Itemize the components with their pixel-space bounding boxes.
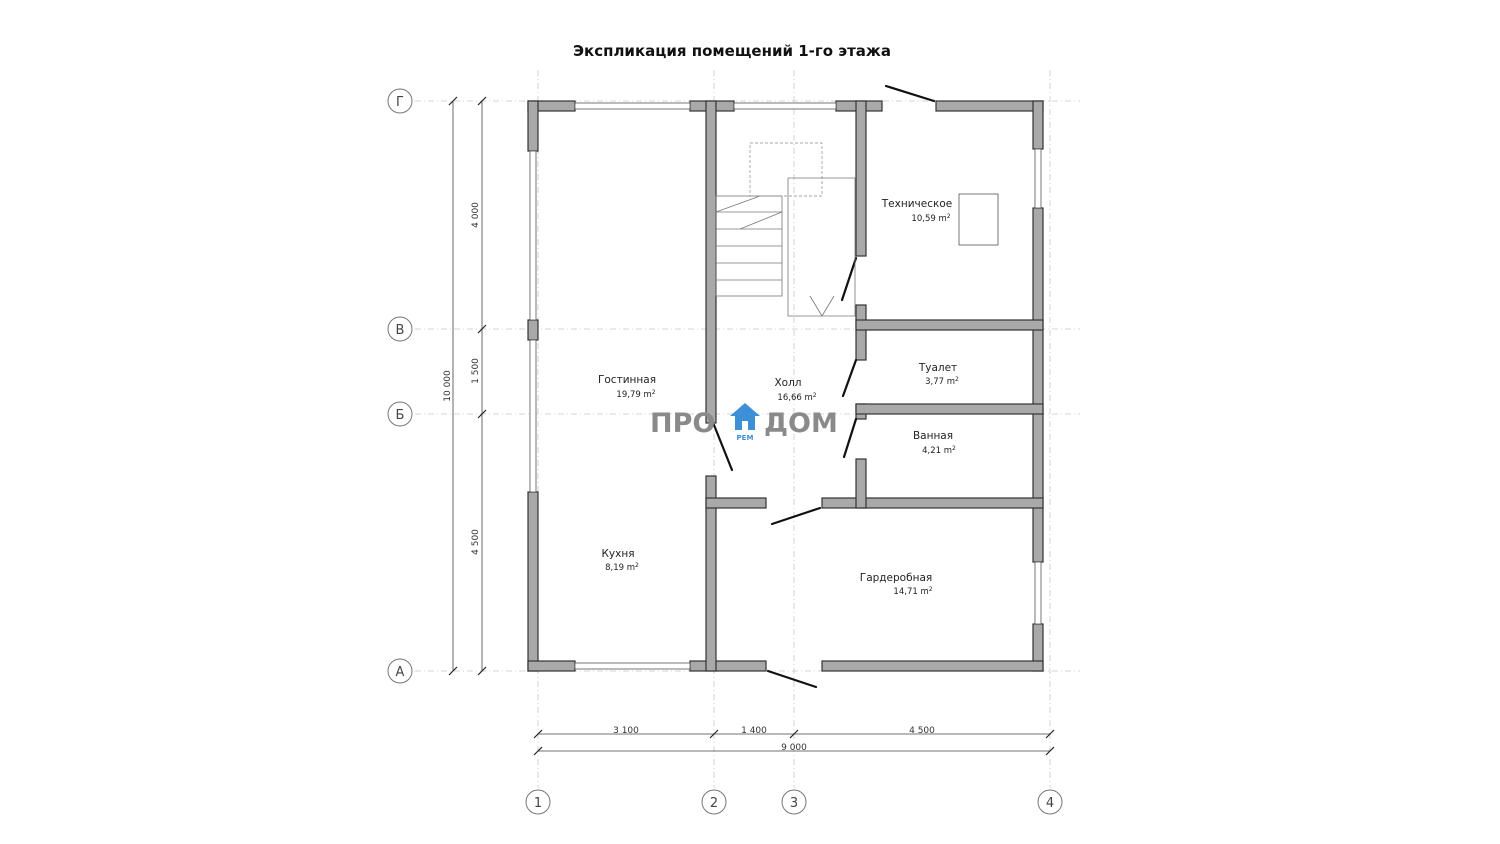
window-bottom-1 [574, 662, 691, 670]
door-entrance [884, 84, 936, 103]
room-name-toilet: Туалет [918, 362, 957, 374]
room-name-tech: Техническое [881, 198, 952, 210]
logo-text-left: ПРО [650, 408, 715, 439]
door-living [712, 423, 734, 472]
axis-label-b: Б [396, 408, 405, 423]
house-icon [730, 403, 760, 430]
logo-text-right: ДОМ [764, 408, 838, 439]
window-top-2 [733, 102, 837, 110]
tech-equipment [958, 193, 999, 246]
watermark-logo: ПРО РЕМ ДОМ [650, 403, 838, 442]
axis-label-2: 2 [710, 796, 718, 811]
windows [529, 102, 1042, 670]
door-toilet [841, 358, 858, 398]
axis-label-4: 4 [1046, 796, 1054, 811]
room-area-bathroom: 4,21 m2 [922, 445, 956, 456]
dim-horizontal-total: 9 000 [781, 743, 807, 753]
dim-horizontal-3: 4 500 [909, 726, 935, 736]
room-name-bathroom: Ванная [913, 430, 953, 442]
dim-horizontal-1: 3 100 [613, 726, 639, 736]
staircase [715, 142, 856, 317]
dim-vertical-3: 4 500 [471, 529, 481, 555]
room-name-living: Гостинная [598, 374, 656, 386]
axis-label-3: 3 [790, 796, 798, 811]
door-bathroom [842, 417, 858, 459]
window-right-1 [1034, 148, 1042, 209]
walls [527, 100, 1044, 672]
room-name-hall: Холл [774, 377, 801, 389]
room-area-toilet: 3,77 m2 [925, 376, 959, 387]
window-top-1 [574, 102, 691, 110]
window-left-2 [529, 339, 537, 493]
logo-subtext: РЕМ [737, 434, 754, 442]
room-area-living: 19,79 m2 [616, 389, 655, 400]
plan-title: Экспликация помещений 1-го этажа [573, 42, 891, 60]
door-tech [840, 256, 858, 302]
axis-label-1: 1 [534, 796, 542, 811]
row-axis-markers: Г В Б А [387, 88, 413, 684]
dim-vertical-2: 1 500 [471, 358, 481, 384]
room-area-hall: 16,66 m2 [777, 392, 816, 403]
room-area-wardrobe: 14,71 m2 [893, 586, 932, 597]
dim-vertical-1: 4 000 [471, 202, 481, 228]
horizontal-dimensions: 3 100 1 400 4 500 9 000 [533, 726, 1055, 756]
window-left-1 [529, 150, 537, 321]
dim-vertical-total: 10 000 [443, 370, 453, 402]
vertical-dimensions: 4 000 1 500 4 500 10 000 [443, 96, 487, 676]
window-right-2 [1034, 561, 1042, 625]
room-name-wardrobe: Гардеробная [860, 572, 932, 584]
axis-label-v: В [396, 323, 405, 338]
axis-label-a: А [396, 665, 405, 680]
room-labels: Техническое 10,59 m2 Гостинная 19,79 m2 … [598, 198, 959, 597]
col-axis-markers: 1 2 3 4 [525, 789, 1063, 815]
axis-label-g: Г [396, 95, 404, 110]
dim-horizontal-2: 1 400 [741, 726, 767, 736]
room-name-kitchen: Кухня [601, 548, 634, 560]
room-area-kitchen: 8,19 m2 [605, 562, 639, 573]
room-area-tech: 10,59 m2 [911, 213, 950, 224]
doors [712, 84, 936, 689]
door-bottom [766, 669, 818, 689]
door-wardrobe [770, 506, 822, 526]
